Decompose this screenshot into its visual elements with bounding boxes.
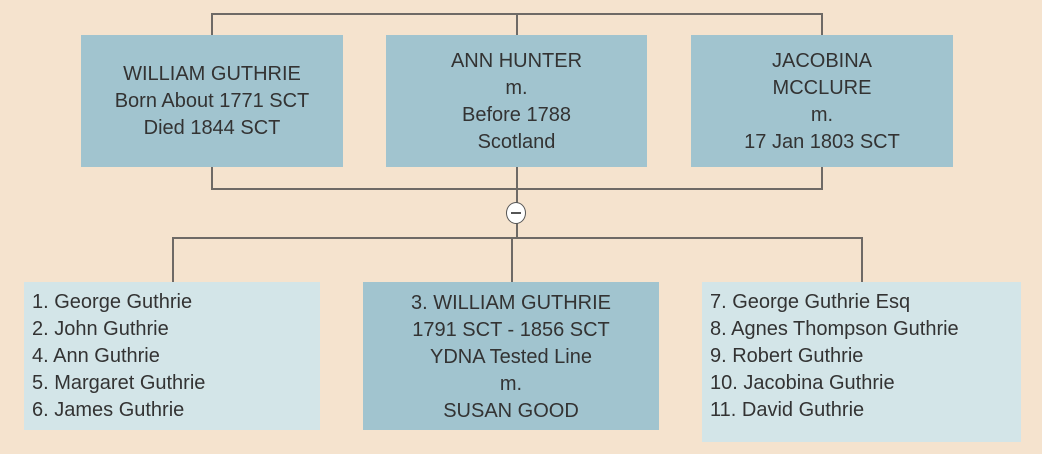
child-item[interactable]: 9. Robert Guthrie [710,345,864,367]
children-drop-left [172,237,174,282]
child-item[interactable]: 8. Agnes Thompson Guthrie [710,318,959,340]
child-item[interactable]: 6. James Guthrie [32,399,185,421]
children-group-left: 1. George Guthrie 2. John Guthrie 4. Ann… [24,282,320,430]
child-item[interactable]: 11. David Guthrie [710,399,865,421]
child-lifespan: 1791 SCT - 1856 SCT [412,319,610,341]
child-item[interactable]: 7. George Guthrie Esq [710,291,911,313]
bottom-connector-left [211,167,213,190]
bottom-connector-h [212,188,823,190]
child-ydna-note: YDNA Tested Line [430,346,592,368]
child-item[interactable]: 1. George Guthrie [32,291,193,313]
marriage-label: m. [505,77,528,99]
top-connector-left [211,13,213,36]
toggle-to-children-connector [516,223,518,239]
minus-icon [511,212,521,214]
children-drop-mid [511,237,513,282]
child-item[interactable]: 10. Jacobina Guthrie [710,372,895,394]
spouse-name-first: JACOBINA [771,50,873,72]
marriage-date: Before 1788 [462,104,571,126]
spouse-name-last: MCCLURE [772,77,872,99]
children-drop-right [861,237,863,282]
marriage-place: Scotland [477,131,556,153]
parent-box-ann-hunter[interactable]: ANN HUNTER m. Before 1788 Scotland [386,35,647,167]
parent-death: Died 1844 SCT [143,116,281,139]
collapse-toggle-button[interactable] [506,202,526,224]
parent-box-william-guthrie[interactable]: WILLIAM GUTHRIE Born About 1771 SCT Died… [81,35,343,167]
top-connector-mid [516,13,518,36]
bottom-connector-right [821,167,823,190]
child-item[interactable]: 4. Ann Guthrie [32,345,160,367]
parent-name: WILLIAM GUTHRIE [123,62,301,85]
marriage-label: m. [810,104,834,126]
child-name: 3. WILLIAM GUTHRIE [410,292,612,314]
child-spouse: SUSAN GOOD [443,400,579,422]
parent-birth: Born About 1771 SCT [114,89,310,112]
children-group-right: 7. George Guthrie Esq 8. Agnes Thompson … [702,282,1021,442]
spouse-name: ANN HUNTER [450,50,583,72]
marriage-label: m. [499,373,523,395]
children-bar [172,237,863,239]
child-box-direct-line[interactable]: 3. WILLIAM GUTHRIE 1791 SCT - 1856 SCT Y… [363,282,659,430]
child-item[interactable]: 5. Margaret Guthrie [32,372,206,394]
marriage-date: 17 Jan 1803 SCT [744,131,900,153]
parent-box-jacobina-mcclure[interactable]: JACOBINA MCCLURE m. 17 Jan 1803 SCT [691,35,953,167]
child-item[interactable]: 2. John Guthrie [32,318,169,340]
top-connector-right [821,13,823,36]
bottom-connector-mid [516,167,518,203]
